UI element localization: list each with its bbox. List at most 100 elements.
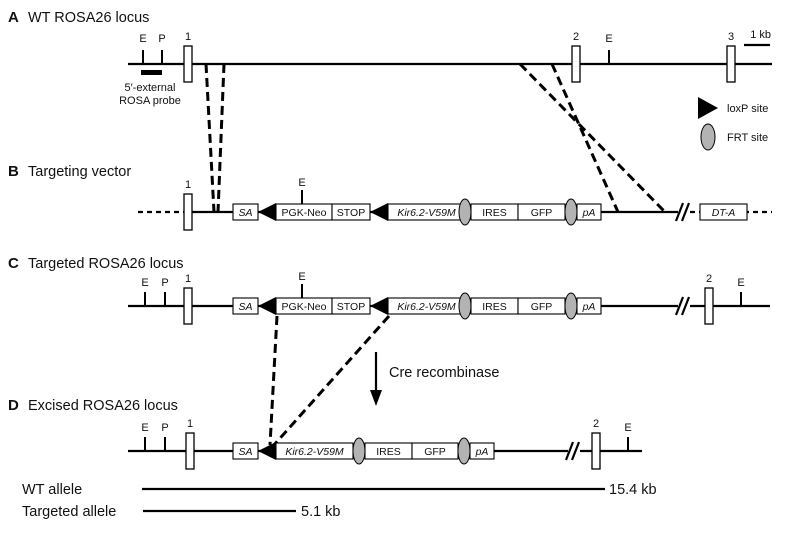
exon-1-label: 1 (187, 418, 193, 430)
break-mark (674, 296, 685, 316)
gfp-label: GFP (531, 301, 553, 313)
frt-site-icon (564, 292, 578, 320)
exon-3-label: 3 (728, 31, 734, 43)
ecori-site-label: E (139, 33, 146, 45)
targeted-allele-label: Targeted allele (22, 504, 116, 520)
break-mark (680, 296, 691, 316)
ecori-site-label: E (141, 422, 148, 434)
ecori-site-label: E (298, 271, 305, 283)
wt-allele-label: WT allele (22, 482, 82, 498)
break-mark (570, 441, 581, 461)
panel-b-letter: B (8, 163, 19, 180)
pst-site-label: P (161, 277, 168, 289)
exon-1-label: 1 (185, 31, 191, 43)
panel-d: D Excised ROSA26 locus E P 1 SA Kir6.2-V… (8, 397, 642, 470)
pa-label: pA (582, 207, 596, 219)
pa-label: pA (475, 446, 489, 458)
frt-site-icon (564, 198, 578, 226)
frt-legend-label: FRT site (727, 132, 768, 144)
homology-dash-line (550, 63, 620, 213)
arrow-down-icon (370, 390, 382, 406)
frt-site-icon (458, 198, 472, 226)
ires-label: IRES (482, 301, 507, 313)
loxp-site-icon (370, 297, 388, 315)
panel-d-title: Excised ROSA26 locus (28, 398, 178, 414)
kir-label: Kir6.2-V59M (285, 446, 344, 458)
wt-allele-size: 15.4 kb (609, 482, 657, 498)
pst-site-label: P (161, 422, 168, 434)
dta-label: DT-A (712, 207, 736, 219)
probe-label-line2: ROSA probe (119, 95, 181, 107)
panel-b-title: Targeting vector (28, 164, 131, 180)
ecori-site-label: E (141, 277, 148, 289)
exon-1-box (183, 45, 193, 83)
gfp-label: GFP (531, 207, 553, 219)
ecori-site-label: E (737, 277, 744, 289)
legend: loxP site FRT site (698, 97, 768, 151)
frt-legend-icon (700, 123, 716, 151)
probe-bar (141, 70, 162, 75)
pgk-neo-label: PGK-Neo (282, 301, 327, 313)
break-mark (680, 202, 691, 222)
frt-site-icon (458, 292, 472, 320)
homology-arm-lines (204, 62, 667, 214)
exon-1-label: 1 (185, 179, 191, 191)
excision-dash-line (268, 315, 279, 446)
pa-box (576, 297, 602, 315)
exon-1-box (183, 287, 193, 325)
frt-site-icon (457, 437, 471, 465)
ecori-site-label: E (605, 33, 612, 45)
break-mark (564, 441, 575, 461)
homology-dash-line (518, 62, 667, 214)
exon-2-label: 2 (706, 273, 712, 285)
loxp-legend-icon (698, 97, 718, 119)
frt-site-icon (352, 437, 366, 465)
exon-1-label: 1 (185, 273, 191, 285)
scale-bar-label: 1 kb (750, 29, 771, 41)
cre-recombinase-label: Cre recombinase (389, 365, 499, 381)
panel-a-title: WT ROSA26 locus (28, 10, 149, 26)
panel-a-letter: A (8, 9, 19, 26)
exon-2-label: 2 (593, 418, 599, 430)
gfp-label: GFP (424, 446, 446, 458)
homology-dash-line (216, 63, 226, 213)
probe-label-line1: 5′-external (125, 82, 176, 94)
exon-1-box (185, 432, 195, 470)
panel-a: A WT ROSA26 locus E P E 1 2 3 1 kb 5′-ex… (8, 9, 772, 107)
loxp-legend-label: loxP site (727, 103, 768, 115)
dta-box (699, 203, 748, 221)
stop-label: STOP (337, 301, 365, 313)
loxp-site-icon (258, 203, 276, 221)
sa-label: SA (238, 207, 252, 219)
allele-fragments: WT allele 15.4 kb Targeted allele 5.1 kb (22, 482, 657, 520)
sa-label: SA (238, 301, 252, 313)
targeted-allele-size: 5.1 kb (301, 504, 341, 520)
exon-2-box (571, 45, 581, 83)
panel-c: C Targeted ROSA26 locus E P 1 SA PGK-Neo… (8, 255, 770, 325)
excision-dash-line (272, 315, 391, 446)
stop-label: STOP (337, 207, 365, 219)
loxp-site-icon (258, 442, 276, 460)
exon-2-label: 2 (573, 31, 579, 43)
exon-3-box (726, 45, 736, 83)
pgk-neo-label: PGK-Neo (282, 207, 327, 219)
kir-label: Kir6.2-V59M (397, 207, 456, 219)
panel-c-title: Targeted ROSA26 locus (28, 256, 184, 272)
panel-c-letter: C (8, 255, 19, 272)
homology-dash-line (204, 63, 216, 213)
cre-arrow: Cre recombinase (370, 352, 499, 406)
ecori-site-label: E (298, 177, 305, 189)
ecori-site-label: E (624, 422, 631, 434)
exon-2-box (591, 432, 601, 470)
sa-label: SA (238, 446, 252, 458)
pst-site-label: P (158, 33, 165, 45)
panel-b: B Targeting vector 1 SA PGK-Neo E STOP K… (8, 163, 772, 231)
loxp-site-icon (258, 297, 276, 315)
kir-label: Kir6.2-V59M (397, 301, 456, 313)
ires-label: IRES (376, 446, 401, 458)
pa-box (469, 442, 495, 460)
pa-label: pA (582, 301, 596, 313)
break-mark (674, 202, 685, 222)
panel-d-letter: D (8, 397, 19, 414)
